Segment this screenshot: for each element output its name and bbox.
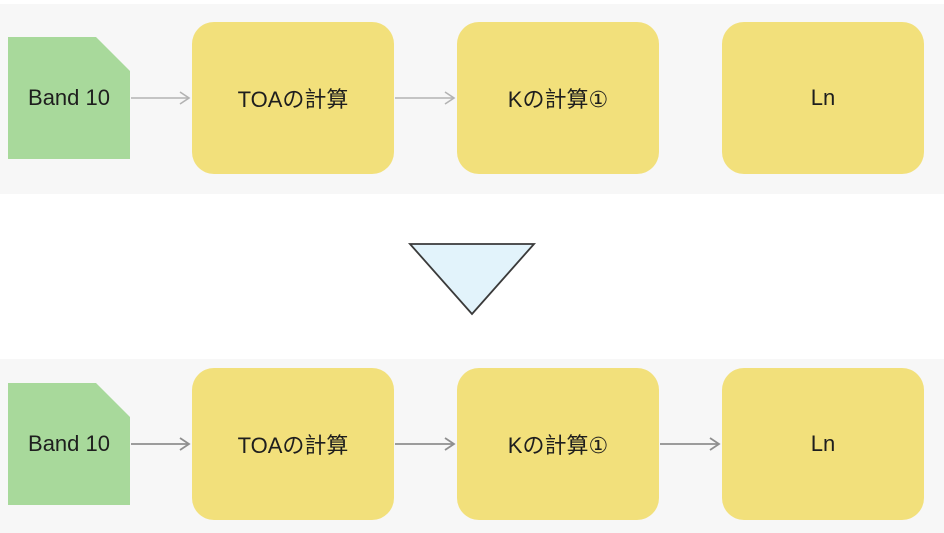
edge-toa-to-k bbox=[395, 437, 456, 451]
process-node-toa[interactable]: TOAの計算 bbox=[192, 368, 394, 520]
process-node-toa[interactable]: TOAの計算 bbox=[192, 22, 394, 174]
edge-source-to-toa bbox=[131, 91, 191, 105]
edge-source-to-toa bbox=[131, 437, 191, 451]
process-node-ln[interactable]: Ln bbox=[722, 22, 924, 174]
data-node-shape bbox=[8, 383, 130, 505]
process-node-k[interactable]: Kの計算① bbox=[457, 368, 659, 520]
source-node-band10[interactable]: Band 10 bbox=[8, 383, 130, 505]
workflow-after-panel: Band 10 TOAの計算 Kの計算① Ln bbox=[0, 359, 944, 533]
data-node-shape bbox=[8, 37, 130, 159]
process-node-k[interactable]: Kの計算① bbox=[457, 22, 659, 174]
source-node-label: Band 10 bbox=[28, 431, 110, 456]
source-node-band10[interactable]: Band 10 bbox=[8, 37, 130, 159]
edges-before bbox=[131, 91, 456, 105]
source-node-label: Band 10 bbox=[28, 85, 110, 110]
workflow-before-panel: Band 10 TOAの計算 Kの計算① Ln bbox=[0, 4, 944, 194]
edge-k-to-ln bbox=[660, 437, 721, 451]
process-node-ln[interactable]: Ln bbox=[722, 368, 924, 520]
edges-after bbox=[131, 437, 721, 451]
edge-toa-to-k bbox=[395, 91, 456, 105]
down-triangle-icon bbox=[408, 243, 536, 316]
